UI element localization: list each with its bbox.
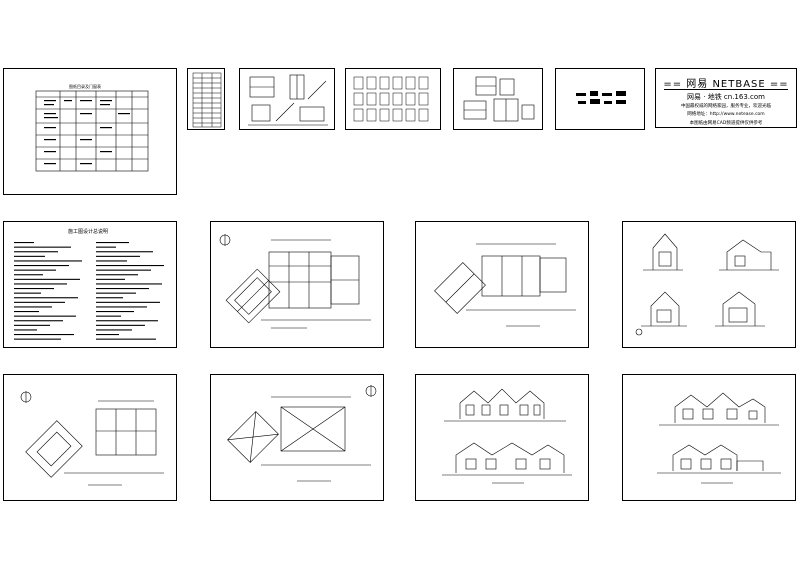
sections-drawing <box>635 233 779 336</box>
floor-plan-1-drawing <box>219 234 371 329</box>
sheet-floor-plan-1[interactable] <box>210 221 384 348</box>
sheet-design-notes[interactable]: 施工图设计总说明 <box>3 221 177 348</box>
netease-subtitle: 网易 · 地铁 cn.163.com <box>687 93 765 101</box>
divider <box>664 89 788 90</box>
sheet-window-schedule[interactable] <box>187 68 225 130</box>
netease-title: == 网易 NETBASE == <box>663 79 789 90</box>
index-table <box>35 90 149 172</box>
window-schedule-table <box>192 72 222 128</box>
sheet-roof-plan[interactable] <box>210 374 384 501</box>
sheet-elevations-side[interactable] <box>622 374 796 501</box>
drawing-index-heading: 图纸目录及门窗表 <box>69 84 101 89</box>
sheet-node-details[interactable] <box>555 68 645 130</box>
floor-plan-3-drawing <box>20 391 164 486</box>
netease-line-2: 网络地址：http://www.netease.com <box>687 112 765 117</box>
design-notes-heading: 施工图设计总说明 <box>68 229 109 235</box>
side-elevations-drawing <box>657 392 781 484</box>
sheet-drawing-index[interactable]: 图纸目录及门窗表 <box>3 68 177 195</box>
sheet-elevations-front[interactable] <box>415 374 589 501</box>
sheet-floor-plan-3[interactable] <box>3 374 177 501</box>
sheet-section-details[interactable] <box>453 68 543 130</box>
netease-info-card[interactable]: == 网易 NETBASE == 网易 · 地铁 cn.163.com 中国最权… <box>655 68 797 128</box>
stair-detail-drawing <box>248 74 328 126</box>
node-detail-drawing <box>576 91 626 104</box>
floor-plan-2-drawing <box>434 243 576 327</box>
netease-line-3: 本图纸由网易CAD频道提供仅供参考 <box>689 121 763 126</box>
door-window-details-drawing <box>353 76 429 122</box>
sheet-stair-details[interactable] <box>239 68 335 130</box>
section-detail-drawing <box>463 76 535 122</box>
roof-plan-drawing <box>227 385 377 482</box>
sheet-door-window-details[interactable] <box>345 68 441 130</box>
design-notes-text <box>14 242 164 340</box>
sheet-sections[interactable] <box>622 221 796 348</box>
front-elevations-drawing <box>442 388 572 484</box>
sheet-floor-plan-2[interactable] <box>415 221 589 348</box>
netease-line-1: 中国最权威的网络家园，服务专业，欢迎光临 <box>681 104 771 109</box>
